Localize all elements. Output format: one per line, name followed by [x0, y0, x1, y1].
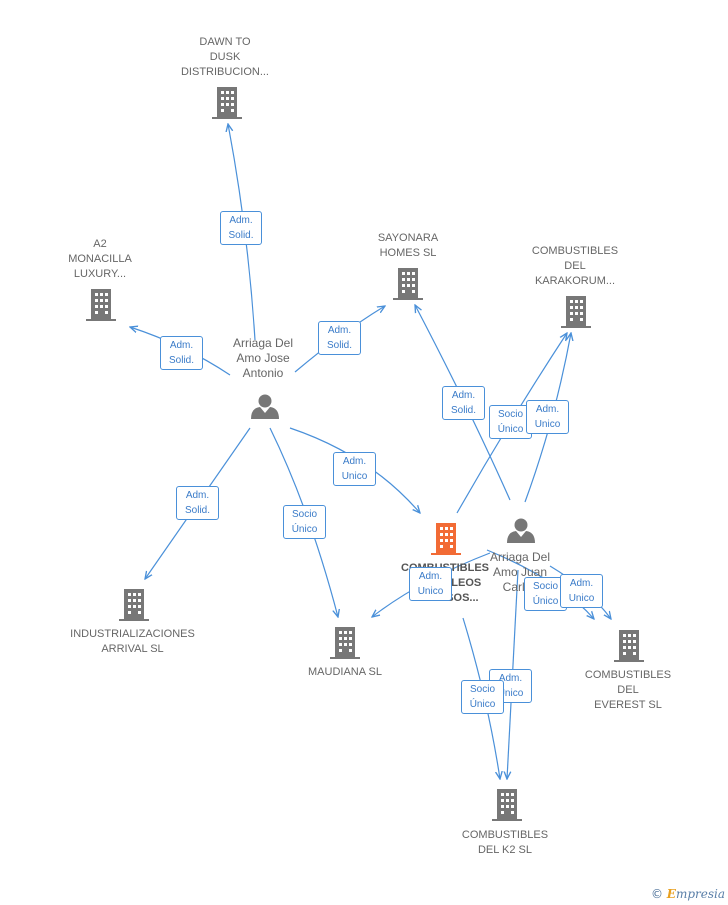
node-label-juan[interactable]: Arriaga Del Amo Juan Carlos — [489, 550, 551, 594]
node-label-jose[interactable]: Arriaga Del Amo Jose Antonio — [232, 336, 294, 380]
copyright-symbol: © — [650, 887, 663, 901]
edge-label-center-karakorum: Socio Único — [489, 405, 532, 439]
edge-label-juan-sayonara: Adm. Solid. — [442, 386, 485, 420]
node-label-everest[interactable]: COMBUSTIBLES DEL EVEREST SL — [584, 669, 672, 711]
node-label-karakorum[interactable]: COMBUSTIBLES DEL KARAKORUM... — [531, 245, 619, 287]
node-label-maudiana[interactable]: MAUDIANA SL — [308, 666, 382, 678]
building-icon-everest — [614, 630, 644, 662]
edge-label-jose-dawn: Adm. Solid. — [220, 211, 262, 245]
edge-label-jose-a2: Adm. Solid. — [160, 336, 203, 370]
edge-label-center-everest: Socio Único — [524, 577, 567, 611]
node-label-a2[interactable]: A2 MONACILLA LUXURY... — [68, 238, 132, 280]
edge-label-jose-center: Adm. Unico — [333, 452, 376, 486]
edge-label-juan-everest: Adm. Unico — [560, 574, 603, 608]
edge-label-jose-maudiana: Socio Único — [283, 505, 326, 539]
building-icon-karakorum — [561, 296, 591, 328]
building-icon-maudiana — [330, 627, 360, 659]
node-label-k2[interactable]: COMBUSTIBLES DEL K2 SL — [461, 829, 549, 856]
building-icon-sayonara — [393, 268, 423, 300]
building-icon-industrializaciones — [119, 589, 149, 621]
node-label-sayonara[interactable]: SAYONARA HOMES SL — [377, 232, 439, 259]
edge-label-center-maudiana: Adm. Unico — [409, 567, 452, 601]
edge-label-jose-indus: Adm. Solid. — [176, 486, 219, 520]
building-icon-center — [431, 523, 461, 555]
node-label-industrializaciones[interactable]: INDUSTRIALIZACIONES ARRIVAL SL — [70, 628, 195, 655]
node-label-dawn[interactable]: DAWN TO DUSK DISTRIBUCION... — [180, 36, 269, 78]
building-icon-k2 — [492, 789, 522, 821]
brand-initial: E — [666, 887, 676, 901]
person-icon-juan — [507, 518, 535, 543]
edge-label-juan-karakorum: Adm. Unico — [526, 400, 569, 434]
person-icon-jose — [251, 394, 279, 419]
edge-label-jose-sayonara: Adm. Solid. — [318, 321, 361, 355]
building-icon-dawn — [212, 87, 242, 119]
building-icon-a2 — [86, 289, 116, 321]
brand-name: mpresia — [675, 887, 725, 901]
empresia-logo[interactable]: © Empresia — [651, 887, 725, 901]
edge-label-center-k2: Socio Único — [461, 680, 504, 714]
